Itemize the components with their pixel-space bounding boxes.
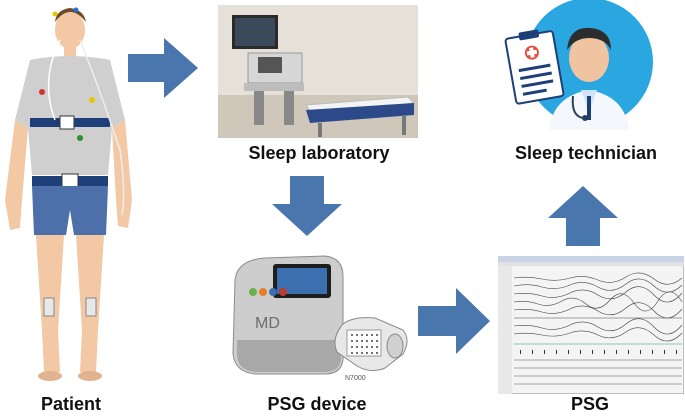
device-model-text: N7000 [345, 375, 366, 382]
psg-label: PSG [560, 394, 620, 415]
psg-recording-screen [498, 256, 684, 394]
sleep-technician-label: Sleep technician [503, 143, 669, 164]
psg-device-label: PSG device [257, 394, 377, 415]
sleep-lab-label: Sleep laboratory [233, 143, 405, 164]
sleep-lab-photo [218, 5, 418, 138]
device-brand-text: MD [255, 315, 280, 332]
arrow-down-1 [272, 176, 342, 236]
sleep-technician-illustration [497, 0, 667, 135]
psg-device-image: MD N7000 [225, 250, 425, 385]
arrow-right-1 [128, 38, 198, 98]
patient-illustration [0, 0, 140, 395]
patient-label: Patient [28, 394, 114, 415]
arrow-right-2 [418, 288, 490, 354]
arrow-up-1 [548, 186, 618, 246]
